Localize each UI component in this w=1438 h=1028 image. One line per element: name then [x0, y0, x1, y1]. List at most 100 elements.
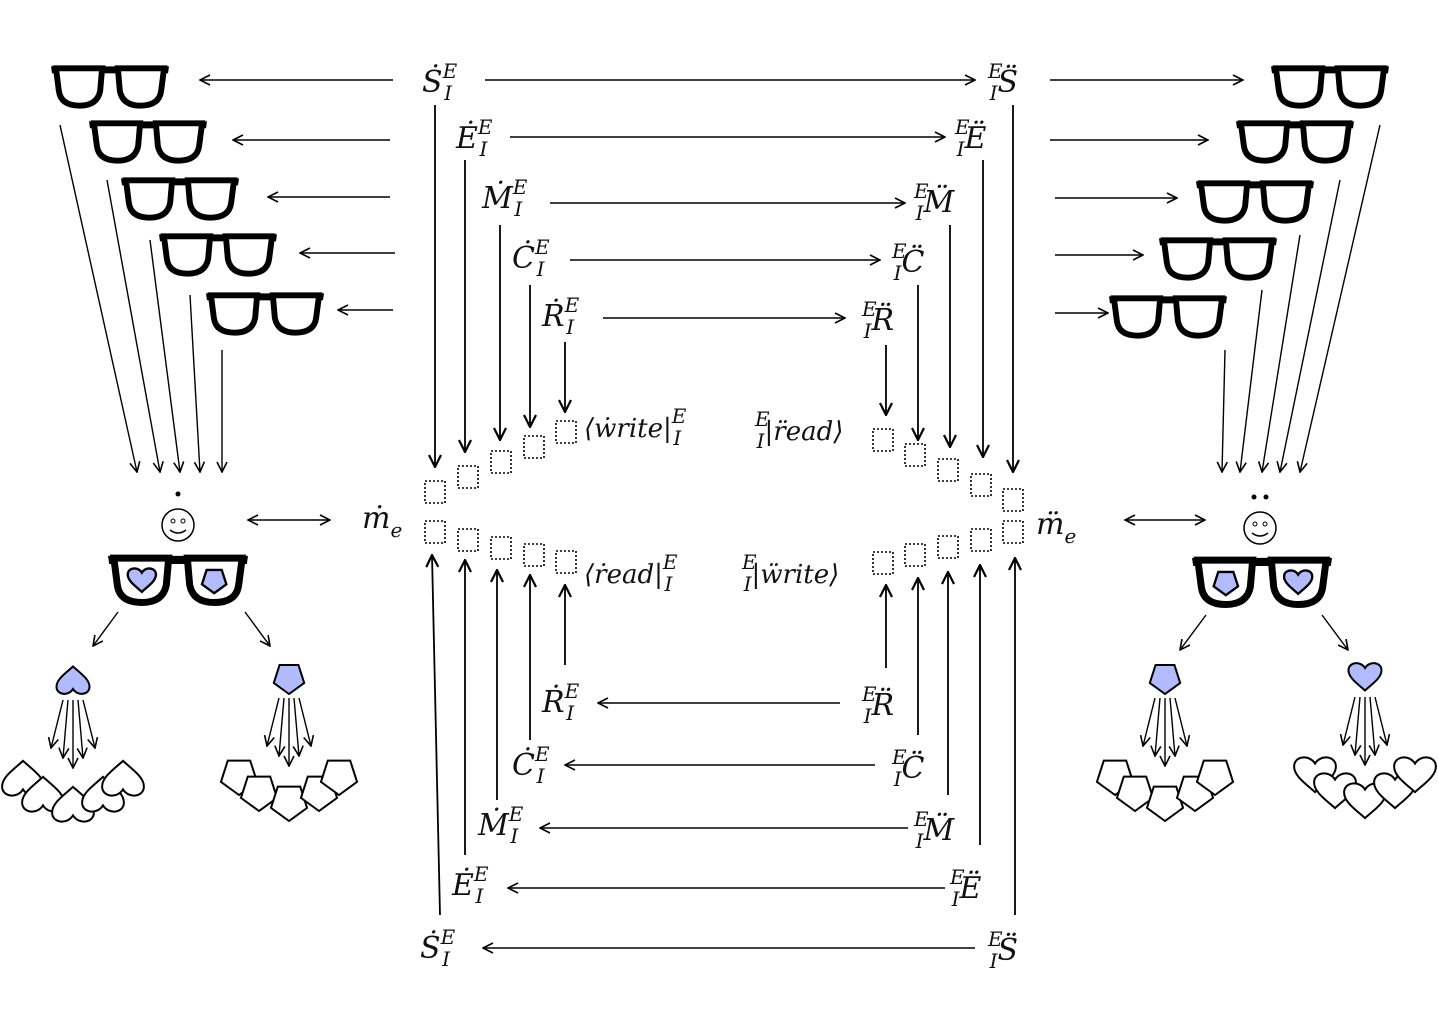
glasses-bridge	[1320, 67, 1340, 74]
bracket-text: ⟨ẇrite|	[584, 414, 672, 444]
label-pre-sub: I	[951, 887, 961, 911]
heart-icon	[55, 665, 91, 695]
smiley-eye	[1262, 521, 1268, 527]
fan-arrow	[1343, 696, 1356, 745]
glasses-lens-left	[207, 292, 261, 336]
glasses-lens-left	[1197, 180, 1251, 224]
glasses-lens-right	[222, 233, 276, 277]
pentagon-shape	[1195, 759, 1235, 797]
label-base: Ṁ	[481, 180, 514, 216]
fan-arrow	[1155, 697, 1160, 756]
converge-arrow	[1262, 234, 1301, 472]
dot-mark	[175, 491, 181, 497]
memory-slot	[970, 473, 992, 497]
converge-arrow	[106, 179, 160, 472]
label-pre-sub: I	[956, 137, 966, 161]
bracket-sup: E	[671, 404, 687, 428]
glasses-bridge	[1285, 122, 1305, 129]
heart-icon	[1293, 756, 1337, 794]
branch-arrow	[244, 611, 270, 646]
label-base: S̈	[998, 65, 1019, 100]
smiley-mouth	[169, 529, 187, 534]
glasses-lens-left	[52, 65, 106, 109]
glasses-bridge	[1208, 239, 1228, 246]
glasses-lens-left	[160, 233, 214, 277]
pentagon-shape	[1145, 785, 1185, 823]
label-sup: E	[473, 862, 489, 886]
heart-icon	[21, 775, 65, 813]
label-sup: E	[534, 235, 550, 259]
label-sup: E	[534, 742, 550, 766]
pentagon-icon	[1148, 664, 1182, 696]
converge-arrow	[1222, 349, 1225, 472]
heart-shape	[1282, 569, 1314, 596]
label-base: Ṡ	[422, 64, 443, 100]
pentagon-icon	[1145, 785, 1185, 823]
label-base: R̈	[871, 303, 895, 338]
memory-slot	[937, 535, 959, 559]
branch-arrow	[1180, 614, 1207, 650]
heart-icon	[126, 567, 158, 594]
glasses-icon	[1196, 180, 1314, 224]
label-base: C̈	[902, 751, 925, 786]
label-base: S̈	[998, 933, 1019, 968]
agent-node-left: ṁe	[362, 501, 402, 542]
label-base: Ṡ	[420, 930, 441, 966]
label-pre-sub: I	[863, 319, 873, 343]
label-pre-sup: E	[891, 239, 907, 263]
converge-arrow	[59, 124, 137, 472]
glasses-icon	[51, 65, 169, 109]
label-pre-sub: I	[893, 767, 903, 791]
label-sub: I	[536, 764, 546, 788]
glasses-icon	[89, 120, 207, 164]
converge-arrow	[1280, 179, 1341, 472]
label-base: R̈	[871, 688, 895, 723]
glasses-icon	[1109, 295, 1227, 339]
label-base: M̈	[923, 185, 956, 220]
glasses-bridge	[166, 557, 190, 564]
heart-shape	[1343, 782, 1387, 820]
label-sub: I	[536, 257, 546, 281]
memory-slot	[904, 543, 926, 567]
heart-shape	[126, 567, 158, 594]
fan-arrow	[82, 699, 95, 748]
memory-slot	[1002, 520, 1024, 544]
bracket-text: ⟨ṙead|	[584, 560, 663, 590]
pentagon-shape	[200, 568, 228, 595]
fan-arrow	[1374, 696, 1387, 745]
memory-slot	[970, 528, 992, 552]
heart-shape	[1347, 662, 1383, 692]
label-pre-sup: E	[913, 179, 929, 203]
label-base: Ë	[964, 120, 987, 156]
glasses-icon	[206, 292, 324, 336]
glasses-icon	[1159, 237, 1277, 281]
agent-node-right: m̈e	[1036, 507, 1076, 548]
glasses-lens-left	[122, 177, 176, 221]
glasses-lens-right	[1259, 180, 1313, 224]
memory-slot	[555, 550, 577, 574]
fan-arrow	[1355, 696, 1360, 755]
memory-slot	[424, 480, 446, 504]
label-pre-sub: I	[863, 704, 873, 728]
label-pre-sub: I	[915, 829, 925, 853]
pentagon-icon	[200, 568, 228, 595]
heart-icon	[81, 775, 125, 813]
bracket-sup: E	[662, 550, 678, 574]
label-base: M̈	[923, 813, 956, 848]
branch-arrow	[1321, 614, 1348, 650]
memory-slot	[904, 443, 926, 467]
label-sup: E	[442, 59, 458, 83]
